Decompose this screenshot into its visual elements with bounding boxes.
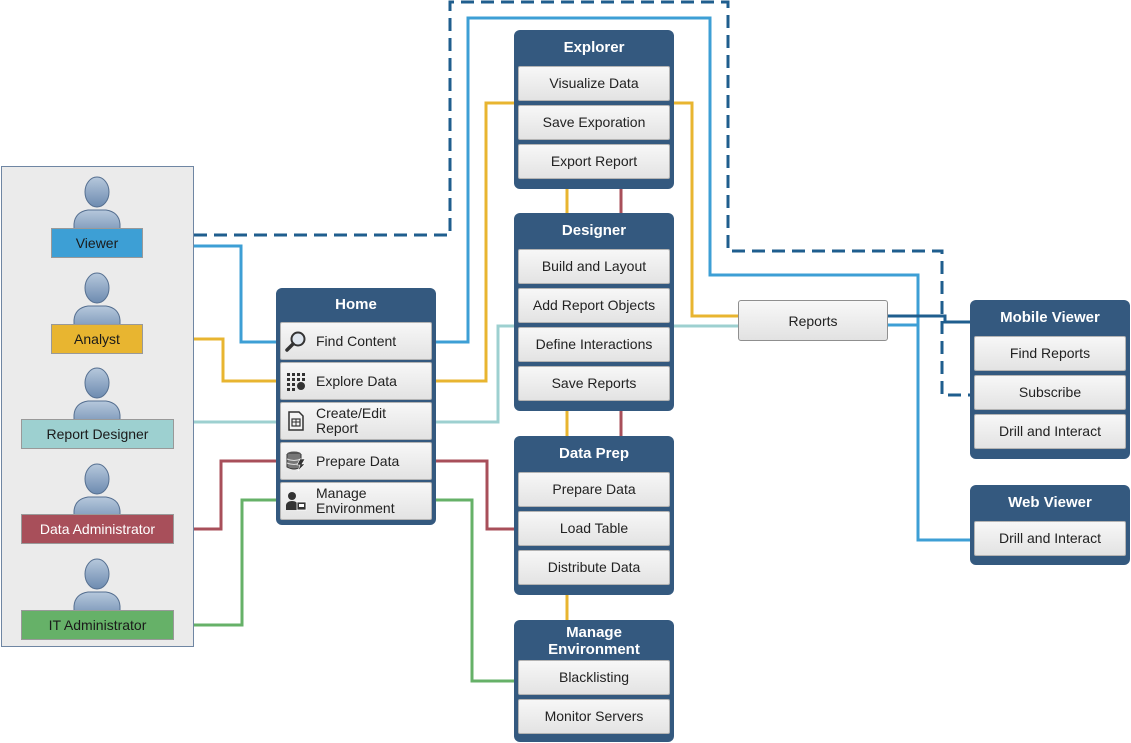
blacklisting-item[interactable]: Blacklisting: [518, 660, 670, 695]
find-content-to-explorer-connector: [432, 16, 973, 542]
mobile-viewer-box: Mobile Viewer Find Reports Subscribe Dri…: [970, 300, 1130, 459]
grid-chart-icon: [287, 373, 305, 391]
create-edit-report-label: Create/Edit Report: [316, 405, 387, 436]
web-drill-and-interact-item[interactable]: Drill and Interact: [974, 521, 1126, 556]
explore-data-to-explorer-connector: [432, 101, 518, 383]
magnifier-icon: [285, 331, 306, 352]
it-administrator-label[interactable]: IT Administrator: [21, 610, 174, 640]
find-content-item[interactable]: Find Content: [280, 322, 432, 360]
users-panel: Viewer Analyst Report Designer Data Admi…: [1, 166, 194, 647]
data-administrator-connector: [172, 459, 280, 531]
export-report-item[interactable]: Export Report: [518, 144, 670, 179]
database-lightning-icon: [286, 451, 306, 472]
analyst-label[interactable]: Analyst: [51, 324, 143, 354]
prepare-data-label: Prepare Data: [316, 452, 400, 469]
monitor-servers-item[interactable]: Monitor Servers: [518, 699, 670, 734]
designer-box: Designer Build and Layout Add Report Obj…: [514, 213, 674, 411]
web-viewer-box: Web Viewer Drill and Interact: [970, 485, 1130, 565]
distribute-data-item[interactable]: Distribute Data: [518, 550, 670, 585]
reports-box[interactable]: Reports: [738, 300, 888, 341]
add-report-objects-item[interactable]: Add Report Objects: [518, 288, 670, 323]
manage-environment-item[interactable]: Manage Environment: [280, 482, 432, 520]
web-viewer-title: Web Viewer: [1008, 494, 1092, 511]
manage-environment-title: Manage Environment: [548, 624, 640, 658]
explorer-box: Explorer Visualize Data Save Exporation …: [514, 30, 674, 189]
load-table-item[interactable]: Load Table: [518, 511, 670, 546]
data-prep-title: Data Prep: [558, 445, 630, 462]
admin-user-icon: [286, 492, 307, 511]
manage-environment-label: Manage Environment: [316, 485, 395, 516]
explore-data-item[interactable]: Explore Data: [280, 362, 432, 400]
prepare-data-step-item[interactable]: Prepare Data: [518, 472, 670, 507]
mobile-viewer-title: Mobile Viewer: [1000, 309, 1100, 326]
data-prep-box: Data Prep Prepare Data Load Table Distri…: [514, 436, 674, 595]
find-content-label: Find Content: [316, 332, 397, 349]
explorer-title: Explorer: [563, 39, 625, 56]
visualize-data-item[interactable]: Visualize Data: [518, 66, 670, 101]
it-administrator-connector: [172, 498, 280, 627]
viewer-label[interactable]: Viewer: [51, 228, 143, 258]
save-exploration-item[interactable]: Save Exporation: [518, 105, 670, 140]
home-title: Home: [335, 296, 377, 313]
report-document-icon: [288, 411, 304, 431]
report-designer-label[interactable]: Report Designer: [21, 419, 174, 449]
prepare-data-item[interactable]: Prepare Data: [280, 442, 432, 480]
prepare-data-to-dataprep-connector: [432, 459, 518, 531]
mobile-drill-and-interact-item[interactable]: Drill and Interact: [974, 414, 1126, 449]
designer-title: Designer: [561, 222, 627, 239]
build-and-layout-item[interactable]: Build and Layout: [518, 249, 670, 284]
viewer-connector: [194, 244, 280, 344]
data-administrator-label[interactable]: Data Administrator: [21, 514, 174, 544]
define-interactions-item[interactable]: Define Interactions: [518, 327, 670, 362]
find-reports-item[interactable]: Find Reports: [974, 336, 1126, 371]
subscribe-item[interactable]: Subscribe: [974, 375, 1126, 410]
save-reports-item[interactable]: Save Reports: [518, 366, 670, 401]
viewer-dashed-connector: [194, 0, 973, 397]
manage-environment-box: Manage Environment Blacklisting Monitor …: [514, 620, 674, 742]
explore-data-label: Explore Data: [316, 372, 397, 389]
reports-to-mobile-viewer-connector: [888, 314, 973, 324]
manage-environment-connector: [432, 498, 518, 683]
create-edit-report-item[interactable]: Create/Edit Report: [280, 402, 432, 440]
home-box: Home Find Content Explore Data: [276, 288, 436, 525]
explorer-to-reports-connector: [670, 101, 738, 318]
